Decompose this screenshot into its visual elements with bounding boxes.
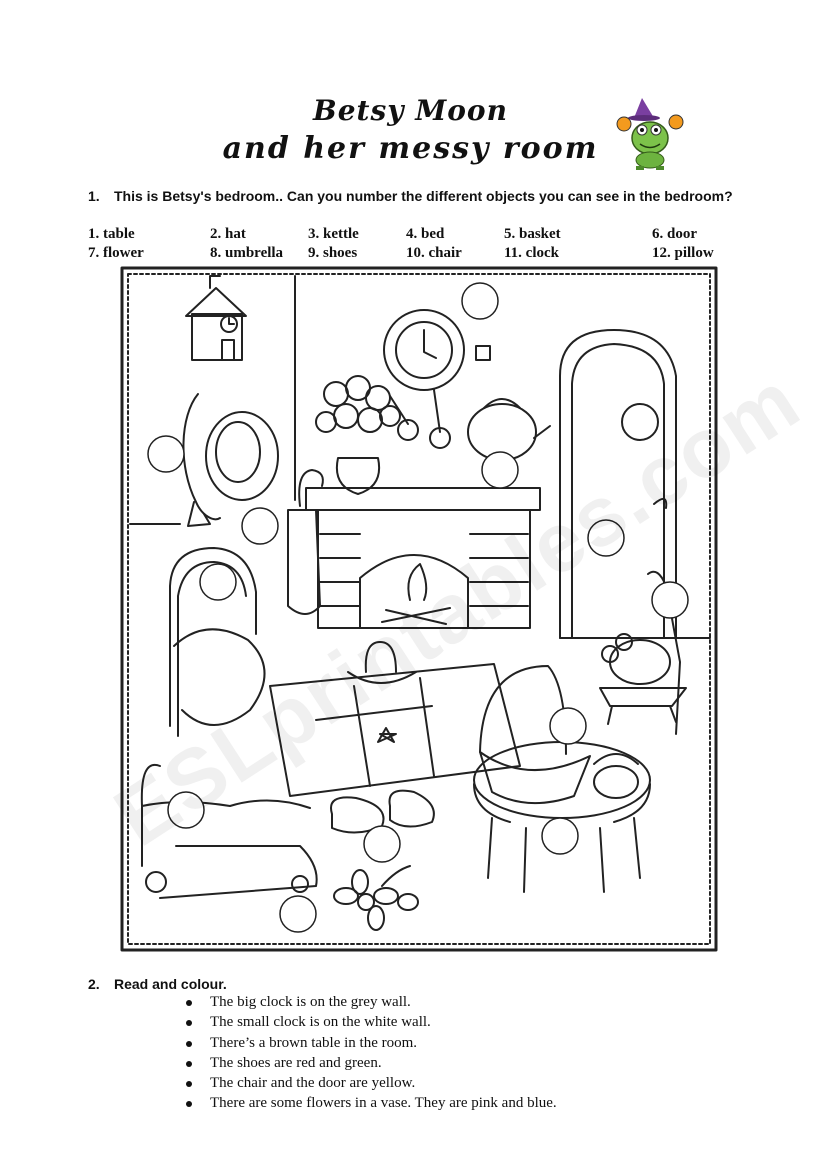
bullet-dot-icon <box>186 1020 192 1027</box>
word-item: 3. kettle <box>308 226 359 242</box>
word-item: 6. door <box>652 226 697 242</box>
list-item: The shoes are red and green. <box>186 1055 557 1075</box>
sentence-text: There are some flowers in a vase. They a… <box>210 1095 557 1112</box>
word-item: 8. umbrella <box>210 245 284 261</box>
word-item: 1. table <box>88 226 135 242</box>
sentence-text: The big clock is on the grey wall. <box>210 994 411 1010</box>
sentence-text: The chair and the door are yellow. <box>210 1075 416 1092</box>
exercise-1-text: This is Betsy's bedroom.. Can you number… <box>114 188 733 204</box>
word-item: 4. bed <box>406 226 445 242</box>
floor-flower-icon <box>333 865 419 931</box>
exercise-2-instruction: 2. Read and colour. <box>88 976 227 992</box>
umbrella-icon <box>287 469 324 615</box>
exercise-1-number: 1. <box>88 188 100 204</box>
word-item: 7. flower <box>88 245 144 261</box>
word-item: 5. basket <box>504 226 561 242</box>
word-item: 10. chair <box>406 245 462 261</box>
list-item: There are some flowers in a vase. They a… <box>186 1095 557 1115</box>
kettle-icon <box>467 398 551 461</box>
sentence-text: There’s a brown table in the room. <box>210 1034 418 1051</box>
exercise-1-instruction: 1. This is Betsy's bedroom.. Can you numb… <box>88 188 733 204</box>
bullet-dot-icon <box>186 1040 192 1047</box>
bullet-dot-icon <box>186 1000 192 1006</box>
list-item: There’s a brown table in the room. <box>186 1035 557 1055</box>
word-item: 2. hat <box>210 226 246 242</box>
bed-icon <box>140 547 521 899</box>
cuckoo-clock-icon <box>185 275 247 361</box>
flower-vase-icon <box>315 375 401 495</box>
bedroom-illustration <box>120 266 718 952</box>
sentence-text: The shoes are red and green. <box>210 1054 382 1071</box>
sentence-list: The big clock is on the grey wall. The s… <box>186 994 557 1116</box>
bullet-dot-icon <box>186 1101 192 1108</box>
door-icon <box>559 329 677 639</box>
wall-clock-icon <box>383 309 491 449</box>
exercise-2-text: Read and colour. <box>114 976 227 992</box>
hat-icon <box>182 393 279 527</box>
title-line-2: and her messy room <box>222 131 599 166</box>
title-line-1: Betsy Moon <box>313 94 508 127</box>
list-item: The big clock is on the grey wall. <box>186 994 557 1014</box>
answer-circles <box>147 282 689 933</box>
bullet-dot-icon <box>186 1081 192 1088</box>
table-icon <box>473 741 651 893</box>
fireplace-icon <box>305 487 541 629</box>
word-item: 11. clock <box>504 245 559 261</box>
word-item: 9. shoes <box>308 245 358 261</box>
frog-witch-icon <box>616 98 684 170</box>
exercise-2-number: 2. <box>88 976 100 992</box>
bullet-dot-icon <box>186 1060 192 1067</box>
word-item: 12. pillow <box>652 245 714 261</box>
list-item: The small clock is on the white wall. <box>186 1014 557 1034</box>
shoes-icon <box>330 789 435 834</box>
list-item: The chair and the door are yellow. <box>186 1075 557 1095</box>
sentence-text: The small clock is on the white wall. <box>210 1014 431 1031</box>
